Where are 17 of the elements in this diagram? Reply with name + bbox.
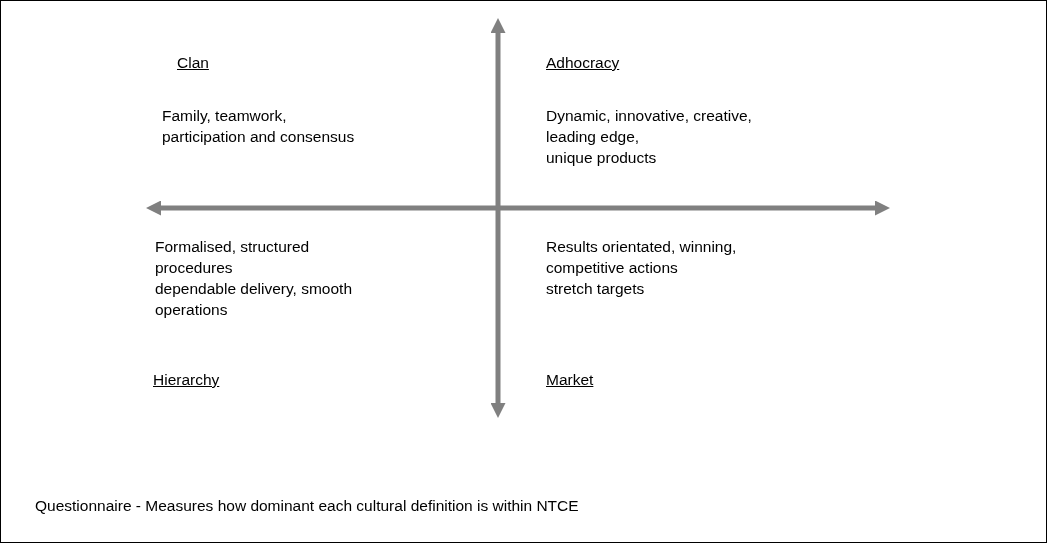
quadrant-heading: Adhocracy [546, 53, 620, 73]
quadrant-description: Family, teamwork, [162, 106, 287, 126]
quadrant-description: dependable delivery, smooth [155, 279, 353, 299]
quadrant-description: stretch targets [546, 279, 645, 299]
quadrant-heading: Clan [177, 53, 209, 73]
quadrant-description: competitive actions [546, 258, 678, 278]
quadrant-description: operations [155, 300, 228, 320]
quadrant-description: Dynamic, innovative, creative, [546, 106, 752, 126]
note-text: Questionnaire - Measures how dominant each cultural definition is within NTCE [35, 496, 579, 516]
quadrant-description: unique products [546, 148, 657, 168]
quadrant-heading: Hierarchy [153, 370, 220, 390]
quadrant-description: procedures [155, 258, 233, 278]
quadrant-description: leading edge, [546, 127, 640, 147]
quadrant-description: Results orientated, winning, [546, 237, 737, 257]
quadrant-heading: Market [546, 370, 594, 390]
quadrant-description: participation and consensus [162, 127, 355, 147]
quadrant-description: Formalised, structured [155, 237, 310, 257]
